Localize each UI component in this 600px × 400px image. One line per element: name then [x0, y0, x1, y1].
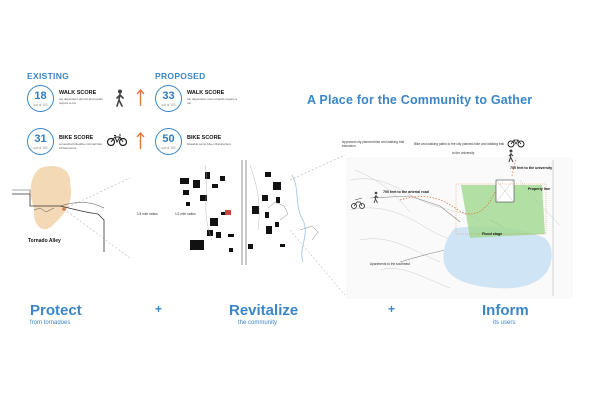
tornado-alley-label: Tornado Alley: [28, 238, 61, 244]
increase-arrow-icon: [136, 132, 145, 149]
site-plan-pedestrian-icon: [373, 191, 379, 204]
proposed-walk-score-circle: 33 out of 100: [155, 85, 182, 112]
existing-bike-score-desc: somewhat bikeable minimal bike infrastru…: [59, 142, 103, 150]
context-map: [180, 160, 319, 265]
proposed-bike-score-out-of: out of 100: [161, 146, 176, 150]
goal-subtitle-revitalize: the community: [238, 320, 278, 326]
page-tagline: A Place for the Community to Gather: [307, 93, 533, 107]
bicycle-icon: [106, 134, 128, 146]
proposed-walk-score-out-of: out of 100: [161, 103, 176, 107]
radius-label-half: 1/2 mile radius: [175, 212, 196, 216]
goal-title-inform: Inform: [482, 302, 529, 319]
label-flood-stage: Flood stage: [482, 232, 503, 236]
plus-sign: +: [388, 302, 396, 316]
radius-label-quarter: 1/4 mile radius: [137, 212, 158, 216]
site-note-to-university: to the university: [452, 151, 475, 155]
existing-bike-score-title: BIKE SCORE: [59, 135, 94, 141]
existing-bike-score-out-of: out of 100: [33, 146, 48, 150]
label-property-line: Property line: [528, 187, 550, 191]
existing-header: EXISTING: [27, 71, 70, 81]
site-note-bike-walk-paths: Bike and walking paths to the city plann…: [414, 142, 504, 146]
goal-subtitle-inform: its users: [493, 320, 516, 326]
goal-title-revitalize: Revitalize: [229, 302, 299, 319]
existing-walk-score-circle: 18 out of 100: [27, 85, 54, 112]
regional-map: [12, 165, 105, 252]
label-700ft-university: 700 feet to the university: [510, 166, 553, 170]
proposed-walk-score-desc: car dependent most errands require a car: [187, 97, 238, 105]
pedestrian-icon: [508, 149, 514, 163]
existing-bike-score-circle: 31 out of 100: [27, 128, 54, 155]
existing-bike-score-value: 31: [34, 133, 47, 145]
proposed-walk-score-value: 33: [162, 90, 175, 102]
proposed-bike-score-circle: 50 out of 100: [155, 128, 182, 155]
proposed-bike-score-desc: bikeable some bike infrastructure: [187, 142, 232, 146]
goal-subtitle-protect: from tornadoes: [30, 320, 71, 326]
label-apartments: Apartments to the southeast: [370, 262, 410, 266]
site-note-approved-trail: Approved city planned bike and walking t…: [342, 140, 405, 148]
proposed-bike-score-value: 50: [162, 133, 175, 145]
proposed-bike-score-title: BIKE SCORE: [187, 135, 222, 141]
increase-arrow-icon: [136, 89, 145, 106]
plus-sign: +: [155, 302, 163, 316]
label-700ft-arterial: 700 feet to the arterial road: [383, 190, 429, 194]
existing-walk-score-out-of: out of 100: [33, 103, 48, 107]
site-plan: [346, 157, 573, 299]
existing-walk-score-desc: car dependent almost all errands require…: [59, 97, 103, 105]
goal-title-protect: Protect: [30, 302, 82, 319]
bicycle-icon: [507, 139, 525, 148]
site-plan-bicycle-icon: [351, 201, 365, 209]
existing-walk-score-title: WALK SCORE: [59, 90, 97, 96]
site-analysis-diagram: [12, 154, 573, 299]
proposed-header: PROPOSED: [155, 71, 206, 81]
pedestrian-icon: [116, 89, 124, 107]
existing-walk-score-value: 18: [34, 90, 47, 102]
proposed-walk-score-title: WALK SCORE: [187, 90, 225, 96]
